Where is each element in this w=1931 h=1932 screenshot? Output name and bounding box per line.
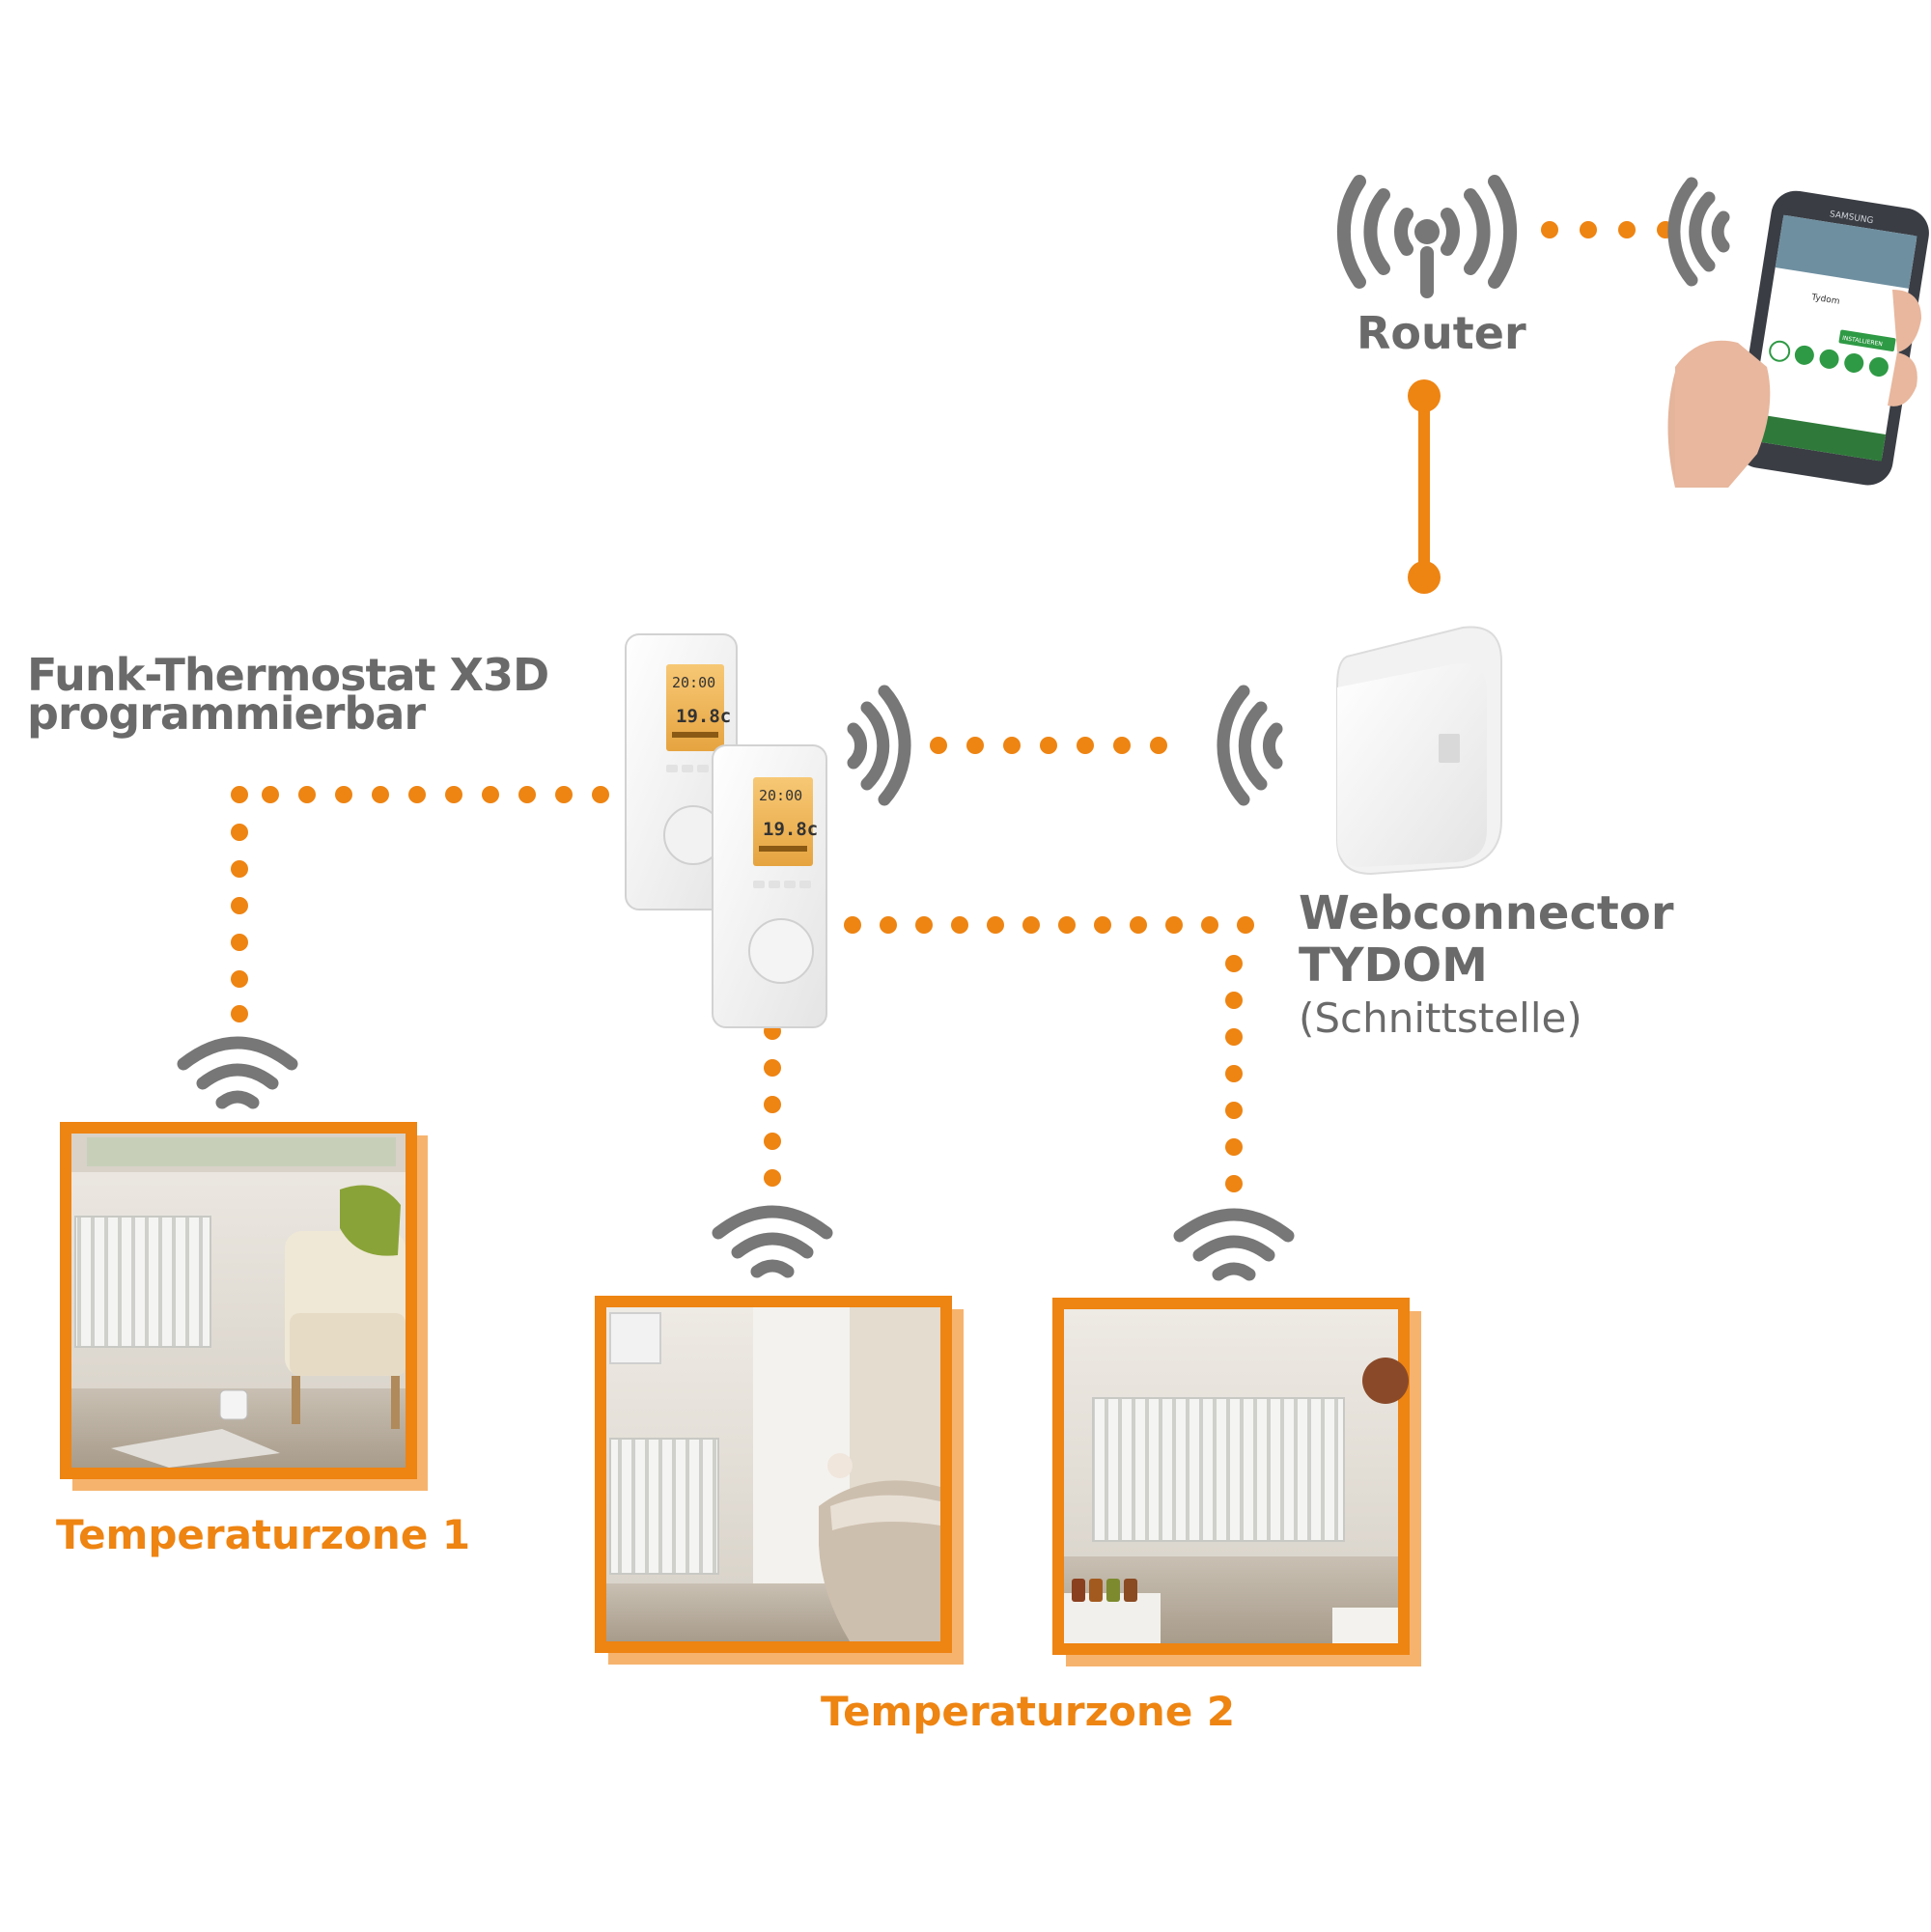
router-antenna-icon <box>1336 175 1518 298</box>
connection-thermostat-zone2a <box>764 1022 781 1187</box>
thermostat-title: Funk-Thermostat X3D <box>27 649 549 701</box>
webconnector-model: TYDOM <box>1299 938 1488 993</box>
thermostat-temp: 19.8c <box>676 706 731 727</box>
connection-thermostat-zone1 <box>231 786 609 1022</box>
webconnector-device <box>1336 626 1502 876</box>
connection-thermostat-zone2b <box>844 916 1254 1192</box>
app-name: Tydom <box>1810 293 1841 307</box>
radio-wave-icon <box>847 685 911 806</box>
zone1-label: Temperaturzone 1 <box>56 1511 471 1558</box>
thermostat-time: 20:00 <box>672 674 715 691</box>
thermostat-device-front: 20:00 19.8c <box>712 744 827 1028</box>
smartphone-with-app: SAMSUNG Tydom INSTALLIEREN <box>1667 190 1929 488</box>
zone1-room-photo <box>60 1122 428 1491</box>
connection-router-phone <box>1541 221 1674 238</box>
thermostat-device-back: 20:00 19.8c <box>625 633 738 910</box>
zone2-label: Temperaturzone 2 <box>821 1688 1236 1735</box>
wifi-signal-icon <box>177 1036 298 1109</box>
thermostat-subtitle: programmierbar <box>27 687 426 740</box>
radio-wave-icon <box>1667 177 1730 287</box>
connection-router-webconnector <box>1408 379 1441 594</box>
radio-wave-icon <box>1217 685 1283 806</box>
router-label: Router <box>1357 307 1526 359</box>
thermostat-time: 20:00 <box>759 787 802 804</box>
webconnector-title: Webconnector <box>1299 886 1674 940</box>
wifi-signal-icon <box>1173 1208 1295 1281</box>
webconnector-description: (Schnittstelle) <box>1299 994 1582 1042</box>
zone2-room-photo-bedroom <box>595 1296 964 1665</box>
thermostat-temp: 19.8c <box>763 819 818 840</box>
connection-thermostat-webconnector <box>930 737 1167 754</box>
wifi-signal-icon <box>712 1205 833 1278</box>
zone2-room-photo-living <box>1052 1298 1421 1666</box>
